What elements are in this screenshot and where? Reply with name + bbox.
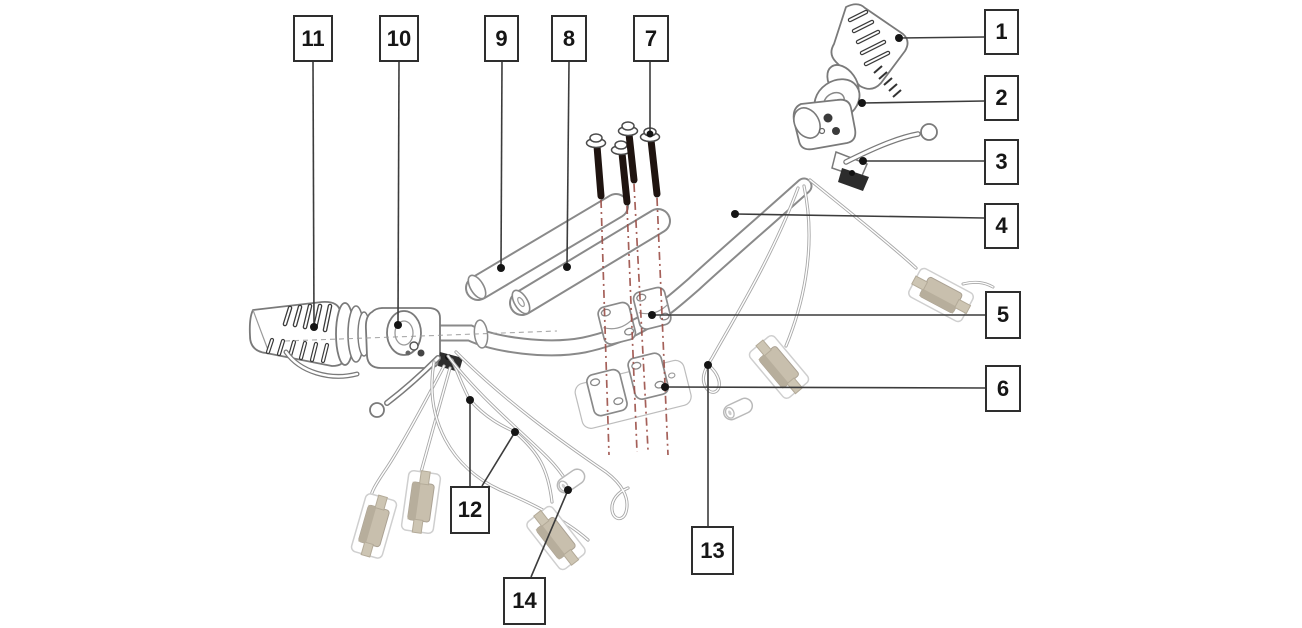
right-grip-slats: [847, 9, 891, 67]
connector: [526, 505, 586, 571]
right-brake-lever: [831, 123, 938, 191]
bolt: [610, 140, 632, 206]
callout-number: 1: [995, 19, 1008, 44]
callout-9: 9: [484, 15, 519, 62]
callout-number: 10: [386, 25, 412, 51]
callout-10: 10: [379, 15, 419, 62]
housing-screw: [417, 349, 425, 357]
housing-screw: [409, 341, 419, 351]
leader-dots: [310, 34, 903, 494]
callout-number: 8: [562, 25, 576, 51]
callout-11: 11: [293, 15, 333, 62]
callout-number: 13: [700, 537, 725, 563]
lever-ball-end: [369, 402, 385, 418]
clamp-bolts: [585, 121, 661, 206]
right-grip-hatching: [873, 65, 902, 98]
callout-3: 3: [984, 139, 1019, 185]
callout-number: 4: [995, 213, 1008, 238]
callout-5: 5: [985, 291, 1021, 339]
connector: [748, 335, 810, 399]
callout-number: 9: [495, 25, 508, 51]
callout-number: 7: [644, 25, 658, 51]
callout-8: 8: [551, 15, 587, 62]
switch-button: [823, 113, 833, 123]
throttle-assembly: [792, 78, 861, 151]
lower-handlebar-clamp: [574, 352, 692, 429]
connector: [400, 469, 442, 535]
switch-button: [832, 127, 840, 135]
connector: [350, 493, 398, 559]
lever-ball-end: [920, 123, 938, 141]
grip-axis-centerline: [284, 330, 558, 342]
callout-2: 2: [984, 75, 1019, 121]
callout-number: 5: [996, 302, 1010, 327]
left-grip-slats-lower: [265, 337, 330, 364]
callout-number: 11: [301, 25, 325, 51]
cable-ferrule: [722, 397, 754, 421]
leader-lines: [312, 36, 986, 578]
bolt-alignment-lines: [600, 183, 669, 456]
housing-screw: [405, 350, 411, 356]
bolt: [585, 133, 607, 200]
right-lever-clamp: [838, 168, 869, 191]
cable-ferrule: [556, 468, 586, 494]
callout-number: 3: [995, 149, 1008, 174]
callout-number: 6: [996, 375, 1010, 401]
connector: [908, 267, 974, 323]
callout-4: 4: [984, 203, 1019, 249]
callout-6: 6: [985, 365, 1021, 412]
callout-14: 14: [503, 577, 546, 625]
callout-12: 12: [450, 486, 490, 534]
callout-1: 1: [984, 9, 1019, 55]
callout-7: 7: [633, 15, 669, 62]
callout-number: 12: [457, 497, 483, 522]
left-grip: [248, 301, 371, 367]
spacer-tube-front: [509, 208, 671, 316]
bolt: [639, 127, 661, 198]
callout-13: 13: [691, 526, 734, 575]
bolt: [617, 121, 639, 184]
cables: [368, 178, 995, 542]
spacer-tube-rear: [465, 193, 629, 301]
callout-number: 14: [512, 588, 537, 613]
callout-number: 2: [995, 85, 1008, 110]
